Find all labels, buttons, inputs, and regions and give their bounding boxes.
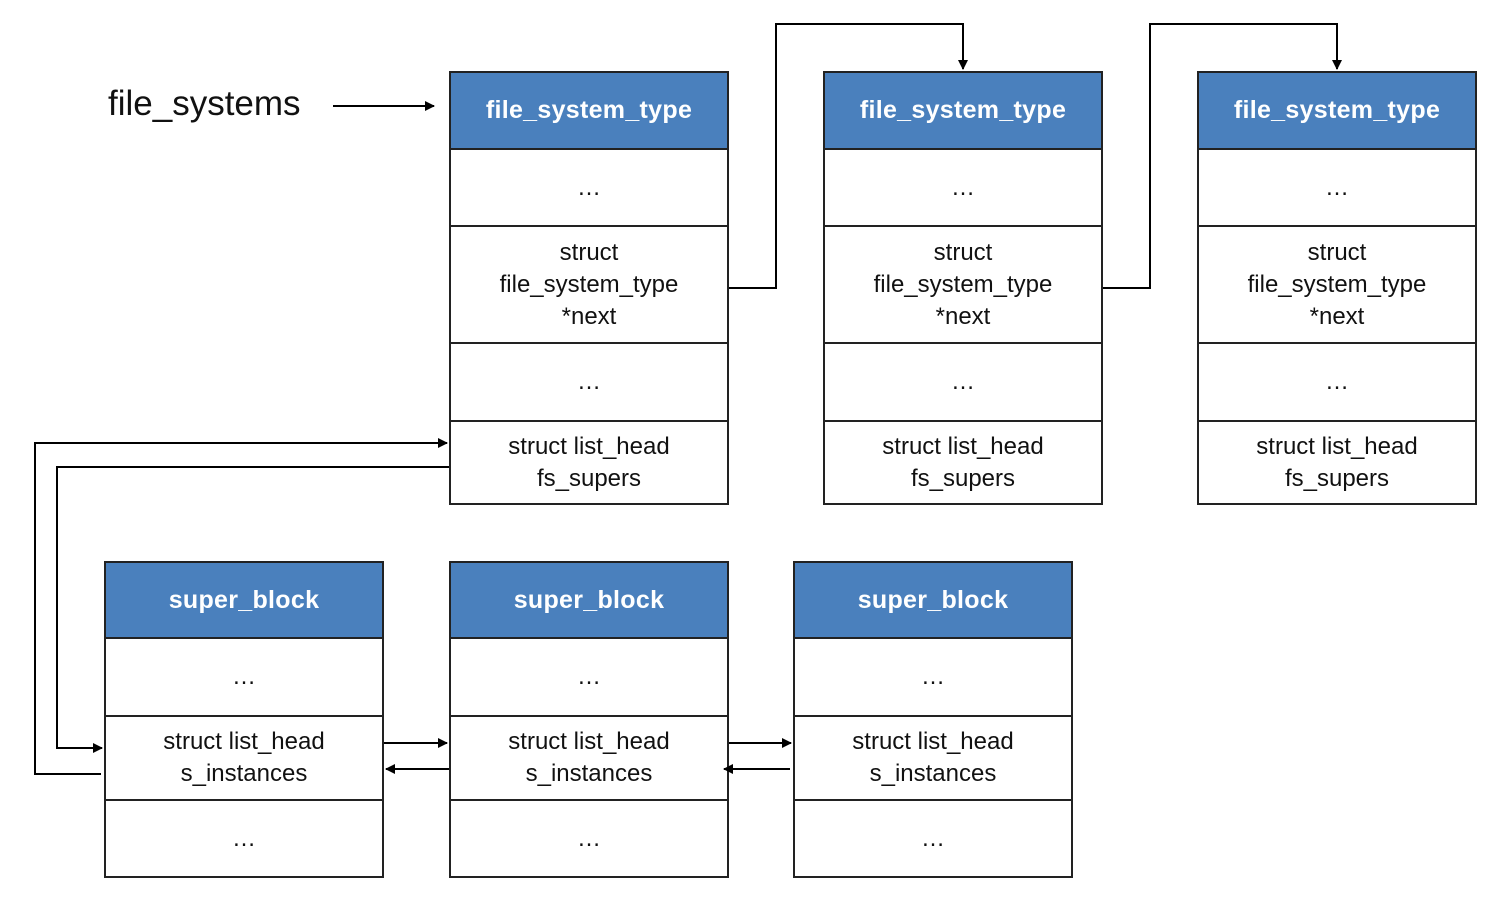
field-fs-supers: struct list_head fs_supers (508, 432, 670, 492)
field-ellipsis: … (451, 639, 727, 717)
field-ellipsis: … (106, 639, 382, 717)
field-ellipsis: … (921, 824, 945, 852)
next-pointer-arrow-2 (1103, 23, 1342, 289)
super-block-node-2: super_block … struct list_head s_instanc… (449, 561, 729, 878)
file-systems-label: file_systems (108, 84, 301, 123)
node-title: super_block (106, 563, 382, 639)
field-ellipsis: … (825, 150, 1101, 227)
file-system-type-node-1: file_system_type … struct file_system_ty… (449, 71, 729, 505)
field-ellipsis: … (825, 344, 1101, 422)
file-system-type-node-3: file_system_type … struct file_system_ty… (1197, 71, 1477, 505)
next-pointer-arrow-1 (729, 23, 968, 289)
fs-supers-to-first-instance-arrow (56, 466, 449, 753)
field-ellipsis: … (795, 639, 1071, 717)
field-next-pointer: struct file_system_type *next (825, 227, 1101, 344)
field-ellipsis: … (232, 824, 256, 852)
node-title: file_system_type (825, 73, 1101, 150)
node-title: super_block (795, 563, 1071, 639)
node-title: super_block (451, 563, 727, 639)
node-title: file_system_type (451, 73, 727, 150)
field-s-instances: struct list_head s_instances (795, 717, 1071, 801)
field-fs-supers: struct list_head fs_supers (882, 432, 1044, 492)
field-s-instances: struct list_head s_instances (106, 717, 382, 801)
node-title: file_system_type (1199, 73, 1475, 150)
field-s-instances: struct list_head s_instances (451, 717, 727, 801)
field-fs-supers: struct list_head fs_supers (1256, 432, 1418, 492)
field-next-pointer: struct file_system_type *next (1199, 227, 1475, 344)
super-block-node-3: super_block … struct list_head s_instanc… (793, 561, 1073, 878)
first-instance-to-fs-supers-arrow (34, 438, 448, 775)
field-ellipsis: … (1199, 344, 1475, 422)
field-ellipsis: … (451, 344, 727, 422)
field-ellipsis: … (577, 824, 601, 852)
file-system-type-node-2: file_system_type … struct file_system_ty… (823, 71, 1103, 505)
field-ellipsis: … (1199, 150, 1475, 227)
field-next-pointer: struct file_system_type *next (451, 227, 727, 344)
field-ellipsis: … (451, 150, 727, 227)
super-block-node-1: super_block … struct list_head s_instanc… (104, 561, 384, 878)
